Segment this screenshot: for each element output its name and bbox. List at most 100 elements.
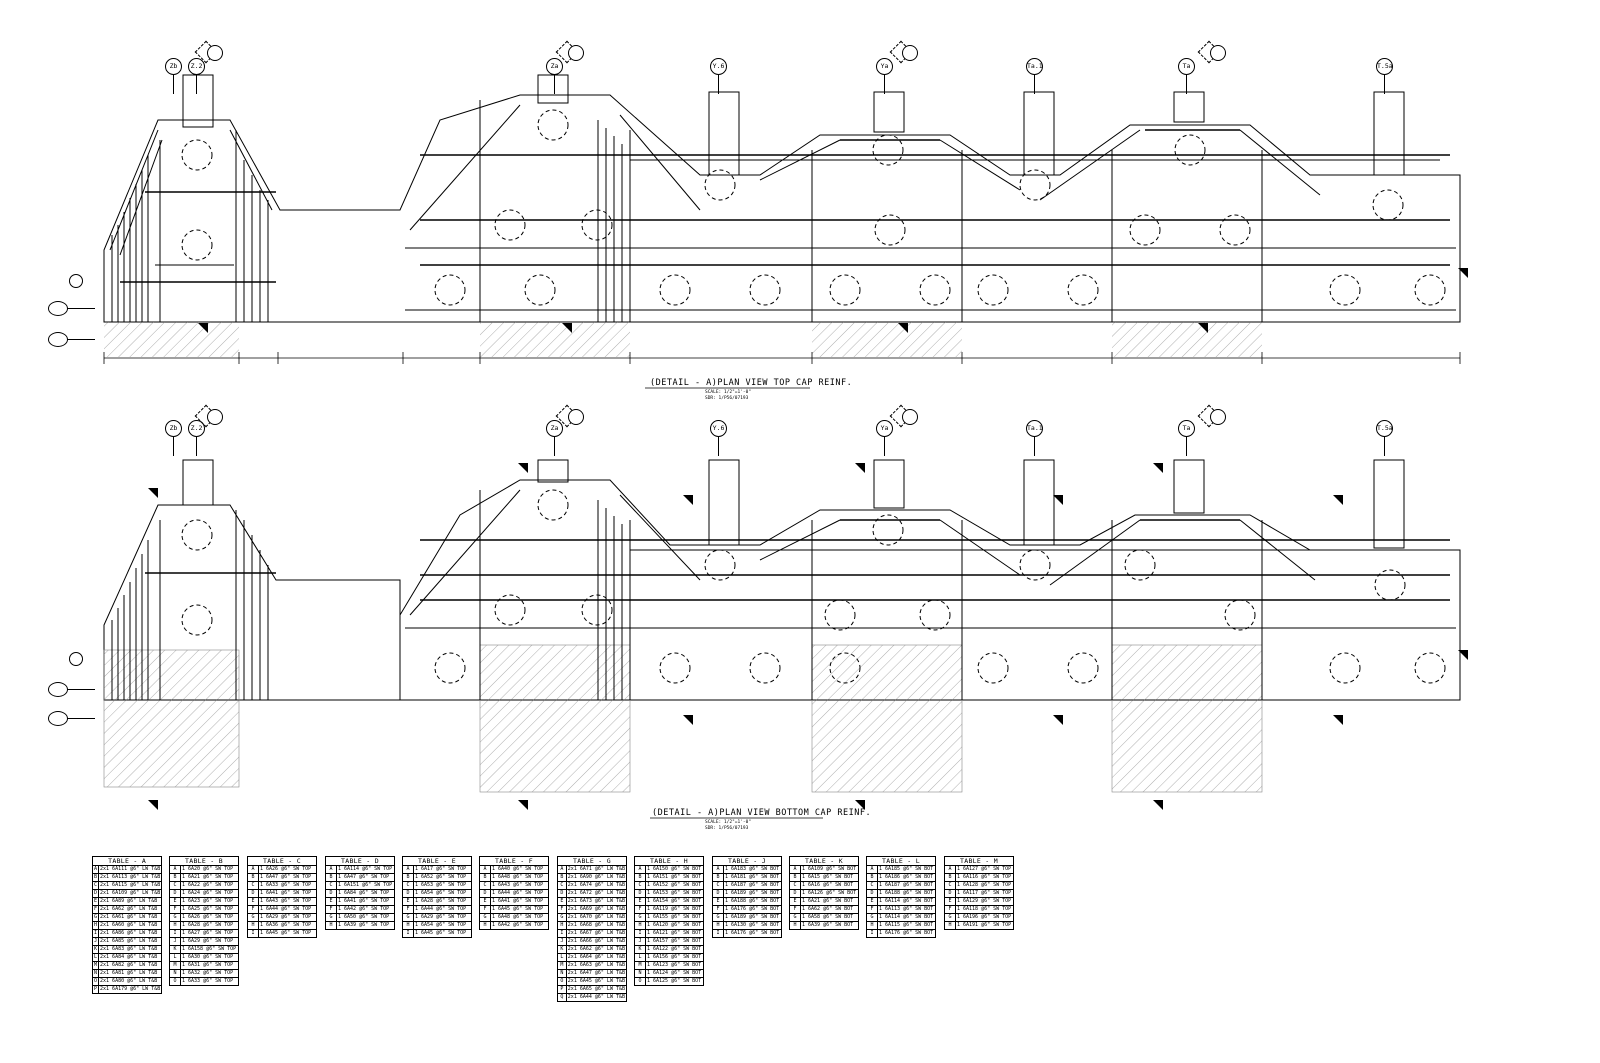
table-row-value: 1 6A22 @6" SW TOP — [180, 881, 239, 890]
table-row-value: 1 6A40 @6" SW TOP — [490, 865, 549, 874]
table-row-key: B — [789, 873, 801, 882]
table-row-key: E — [402, 897, 414, 906]
table-row-value: 1 6A28 @6" SW TOP — [413, 897, 472, 906]
section-marker-group — [148, 268, 1468, 810]
grid-line — [173, 74, 174, 94]
table-row-value: 1 6A129 @6" SW TOP — [955, 897, 1014, 906]
table-row-value: 1 6A185 @6" SW BOT — [877, 865, 936, 874]
table-row-value: 2x1 6A84 @6" LW T&B — [98, 953, 163, 962]
table-row-key: A — [402, 865, 414, 874]
table-title: TABLE - J — [712, 856, 782, 866]
detail-number-bubble — [207, 409, 223, 425]
table-row-value: 1 6A45 @6" SW TOP — [258, 929, 317, 938]
table-row-value: 2x1 6A81 @6" LW T&B — [98, 969, 163, 978]
table-row-key: C — [247, 881, 259, 890]
detail-number-bubble — [1210, 45, 1226, 61]
table-row-key: I — [247, 929, 259, 938]
table-row-value: 1 6A25 @6" SW TOP — [180, 905, 239, 914]
table-row-key: N — [634, 969, 646, 978]
grid-bubble: Ta — [1178, 420, 1195, 437]
table-row-key: H — [634, 921, 646, 930]
table-row-value: 1 6A176 @6" SW BOT — [723, 929, 782, 938]
table-row-key: H — [402, 921, 414, 930]
section-marker-number — [69, 274, 83, 288]
table-row-value: 2x1 6A61 @6" LW T&B — [98, 913, 163, 922]
table-row-key: N — [557, 969, 567, 978]
table-row-key: C — [789, 881, 801, 890]
table-row-key: A — [712, 865, 724, 874]
table-row-value: 2x1 6A67 @6" LW T&B — [565, 929, 628, 938]
grid-line — [718, 74, 719, 94]
table-row-value: 2x1 6A65 @6" LW T&B — [565, 985, 628, 994]
table-row-value: 1 6A39 @6" SW BOT — [800, 921, 859, 930]
table-row-value: 1 6A45 @6" SW TOP — [413, 929, 472, 938]
table-row-value: 1 6A17 @6" SW TOP — [413, 865, 472, 874]
table-row-value: 1 6A16 @6" SW BOT — [800, 881, 859, 890]
table-row-value: 2x1 6A83 @6" LW T&B — [98, 945, 163, 954]
table-row-value: 2x1 6A64 @6" LW T&B — [565, 953, 628, 962]
table-row-value: 2x1 6A66 @6" LW T&B — [565, 937, 628, 946]
table-row-value: 1 6A116 @6" SW TOP — [955, 873, 1014, 882]
table-row-value: 2x1 6A179 @6" LW T&B — [98, 985, 163, 994]
table-row-value: 2x1 6A63 @6" LW T&B — [565, 961, 628, 970]
table-title: TABLE - M — [944, 856, 1014, 866]
table-row-key: F — [325, 905, 337, 914]
table-row-key: N — [169, 969, 181, 978]
table-row-value: 1 6A183 @6" SW BOT — [723, 865, 782, 874]
table-row-value: 1 6A154 @6" SW BOT — [645, 897, 704, 906]
detail-number-bubble — [1210, 409, 1226, 425]
table-title: TABLE - L — [866, 856, 936, 866]
grid-bubble: T.5a — [1376, 420, 1393, 437]
table-row-value: 1 6A54 @6" SW TOP — [413, 921, 472, 930]
grid-bubble: Za — [546, 420, 563, 437]
table-row-value: 2x1 6A85 @6" LW T&B — [98, 937, 163, 946]
table-row-value: 1 6A42 @6" SW TOP — [490, 921, 549, 930]
grid-line — [1186, 436, 1187, 456]
table-row-value: 1 6A176 @6" SW BOT — [723, 905, 782, 914]
table-row-value: 1 6A23 @6" SW TOP — [180, 897, 239, 906]
table-row-value: 1 6A48 @6" SW TOP — [490, 913, 549, 922]
grid-bubble: Y.6 — [710, 420, 727, 437]
table-row-value: 1 6A151 @6" SW BOT — [645, 873, 704, 882]
table-row-key: B — [634, 873, 646, 882]
table-row-key: A — [557, 865, 567, 874]
table-row-key: J — [634, 937, 646, 946]
table-row-key: A — [247, 865, 259, 874]
grid-bubble: T.5a — [1376, 58, 1393, 75]
grid-bubble: Zb — [165, 58, 182, 75]
table-row-value: 1 6A15 @6" SW BOT — [800, 873, 859, 882]
table-row-value: 1 6A152 @6" SW BOT — [645, 881, 704, 890]
table-row-key: C — [169, 881, 181, 890]
table-row-key: A — [325, 865, 337, 874]
grid-bubble: Za — [546, 58, 563, 75]
table-row-value: 1 6A20 @6" SW TOP — [180, 865, 239, 874]
table-row-key: H — [712, 921, 724, 930]
table-row-value: 1 6A196 @6" SW TOP — [955, 913, 1014, 922]
table-row-value: 2x1 6A115 @6" LW T&B — [98, 881, 163, 890]
